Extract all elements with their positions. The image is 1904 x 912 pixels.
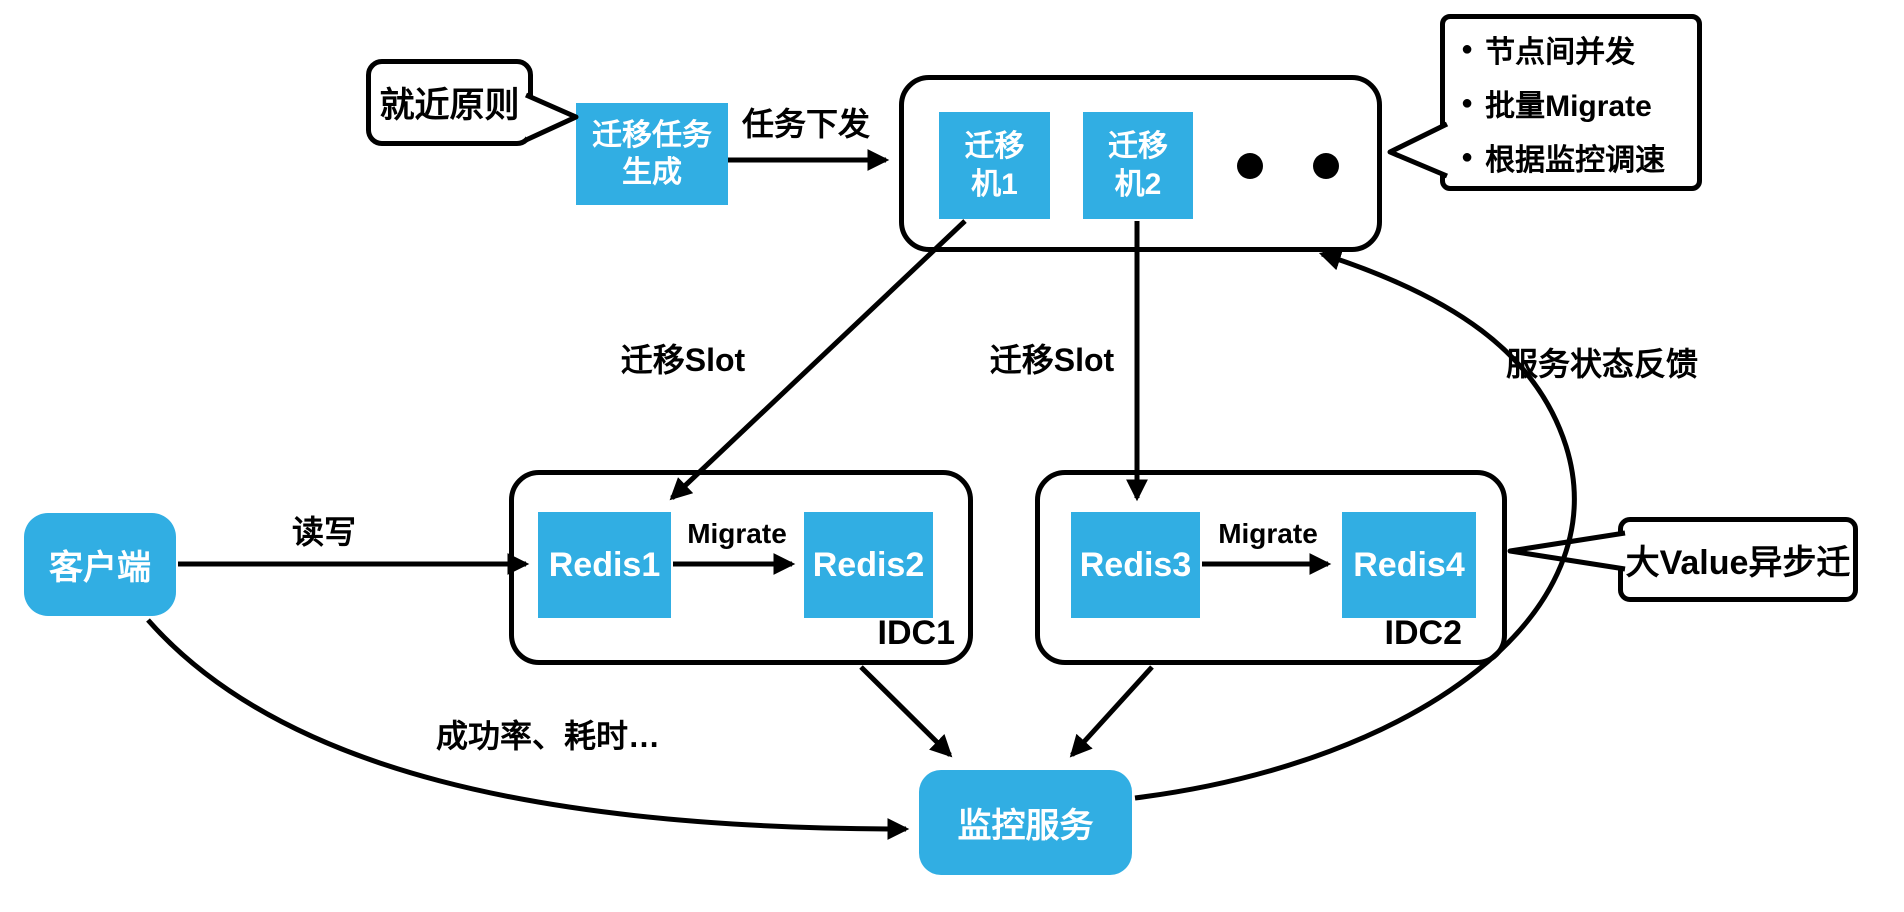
node-client: 客户端: [24, 513, 176, 616]
node-migrator2: 迁移 机2: [1083, 112, 1193, 219]
node-redis2: Redis2: [804, 512, 933, 618]
arrow-migrate-slot-left: [669, 219, 967, 501]
node-monitor: 监控服务: [919, 770, 1132, 875]
node-migrator1: 迁移 机1: [939, 112, 1050, 219]
edge-label-migrate-slot-left: 迁移Slot: [620, 342, 746, 378]
edge-label-metrics: 成功率、耗时…: [435, 718, 660, 754]
strategy-item-text: 根据监控调速: [1485, 143, 1666, 177]
node-migrator1-line1: 迁移: [964, 130, 1025, 163]
migration-machines-group: [899, 75, 1382, 252]
edge-label-read-write: 读写: [291, 514, 356, 550]
node-task-generator-line2: 生成: [622, 156, 682, 189]
ellipsis-dot-2: [1313, 153, 1339, 179]
arrow-idc1-monitor: [859, 665, 953, 758]
strategy-item: ● 批量Migrate: [1461, 81, 1697, 125]
edge-label-migrate-slot-right: 迁移Slot: [989, 342, 1115, 378]
arrow-client-metrics: [146, 618, 910, 840]
node-redis3: Redis3: [1071, 512, 1200, 618]
node-redis3-label: Redis3: [1079, 545, 1192, 584]
strategy-list: ● 节点间并发 ● 批量Migrate ● 根据监控调速: [1445, 27, 1697, 179]
node-migrator2-line2: 机2: [1114, 167, 1162, 201]
ellipsis-dot-1: [1237, 153, 1263, 179]
idc2-label: IDC2: [1384, 614, 1462, 652]
edge-label-migrate-right: Migrate: [1218, 518, 1318, 549]
callout-strategy: ● 节点间并发 ● 批量Migrate ● 根据监控调速: [1440, 14, 1702, 191]
node-redis4: Redis4: [1342, 512, 1476, 618]
strategy-item-text: 批量Migrate: [1485, 89, 1652, 123]
bullet-icon: ●: [1461, 91, 1474, 114]
callout-big-value: 大Value异步迁: [1618, 517, 1858, 602]
callout-strategy-tail: [1387, 121, 1449, 179]
idc2-group: [1035, 470, 1507, 665]
idc1-label: IDC1: [877, 614, 955, 652]
callout-nearest-principle-tail: [524, 92, 579, 143]
node-migrator2-line1: 迁移: [1108, 130, 1168, 163]
edge-label-task-dispatch: 任务下发: [741, 106, 870, 142]
node-task-generator-line1: 迁移任务: [592, 118, 712, 152]
strategy-item: ● 根据监控调速: [1461, 135, 1697, 179]
bullet-icon: ●: [1461, 145, 1474, 168]
edge-label-status-feedback: 服务状态反馈: [1505, 346, 1698, 382]
callout-big-value-text: 大Value异步迁: [1625, 544, 1851, 582]
node-monitor-label: 监控服务: [957, 807, 1094, 845]
node-redis2-label: Redis2: [812, 545, 925, 584]
node-task-generator: 迁移任务 生成: [576, 103, 728, 205]
node-redis1-label: Redis1: [548, 545, 661, 584]
strategy-item-text: 节点间并发: [1485, 35, 1636, 69]
strategy-item: ● 节点间并发: [1461, 27, 1697, 71]
arrow-idc2-monitor: [1069, 665, 1154, 758]
node-redis1: Redis1: [538, 512, 671, 618]
arrow-status-feedback: [1134, 249, 1577, 801]
callout-nearest-principle: 就近原则: [366, 59, 533, 146]
edge-label-migrate-left: Migrate: [687, 518, 787, 549]
node-migrator1-line2: 机1: [971, 167, 1018, 201]
node-redis4-label: Redis4: [1353, 545, 1465, 584]
node-client-label: 客户端: [49, 549, 151, 587]
bullet-icon: ●: [1461, 37, 1474, 60]
callout-nearest-principle-text: 就近原则: [379, 86, 520, 125]
